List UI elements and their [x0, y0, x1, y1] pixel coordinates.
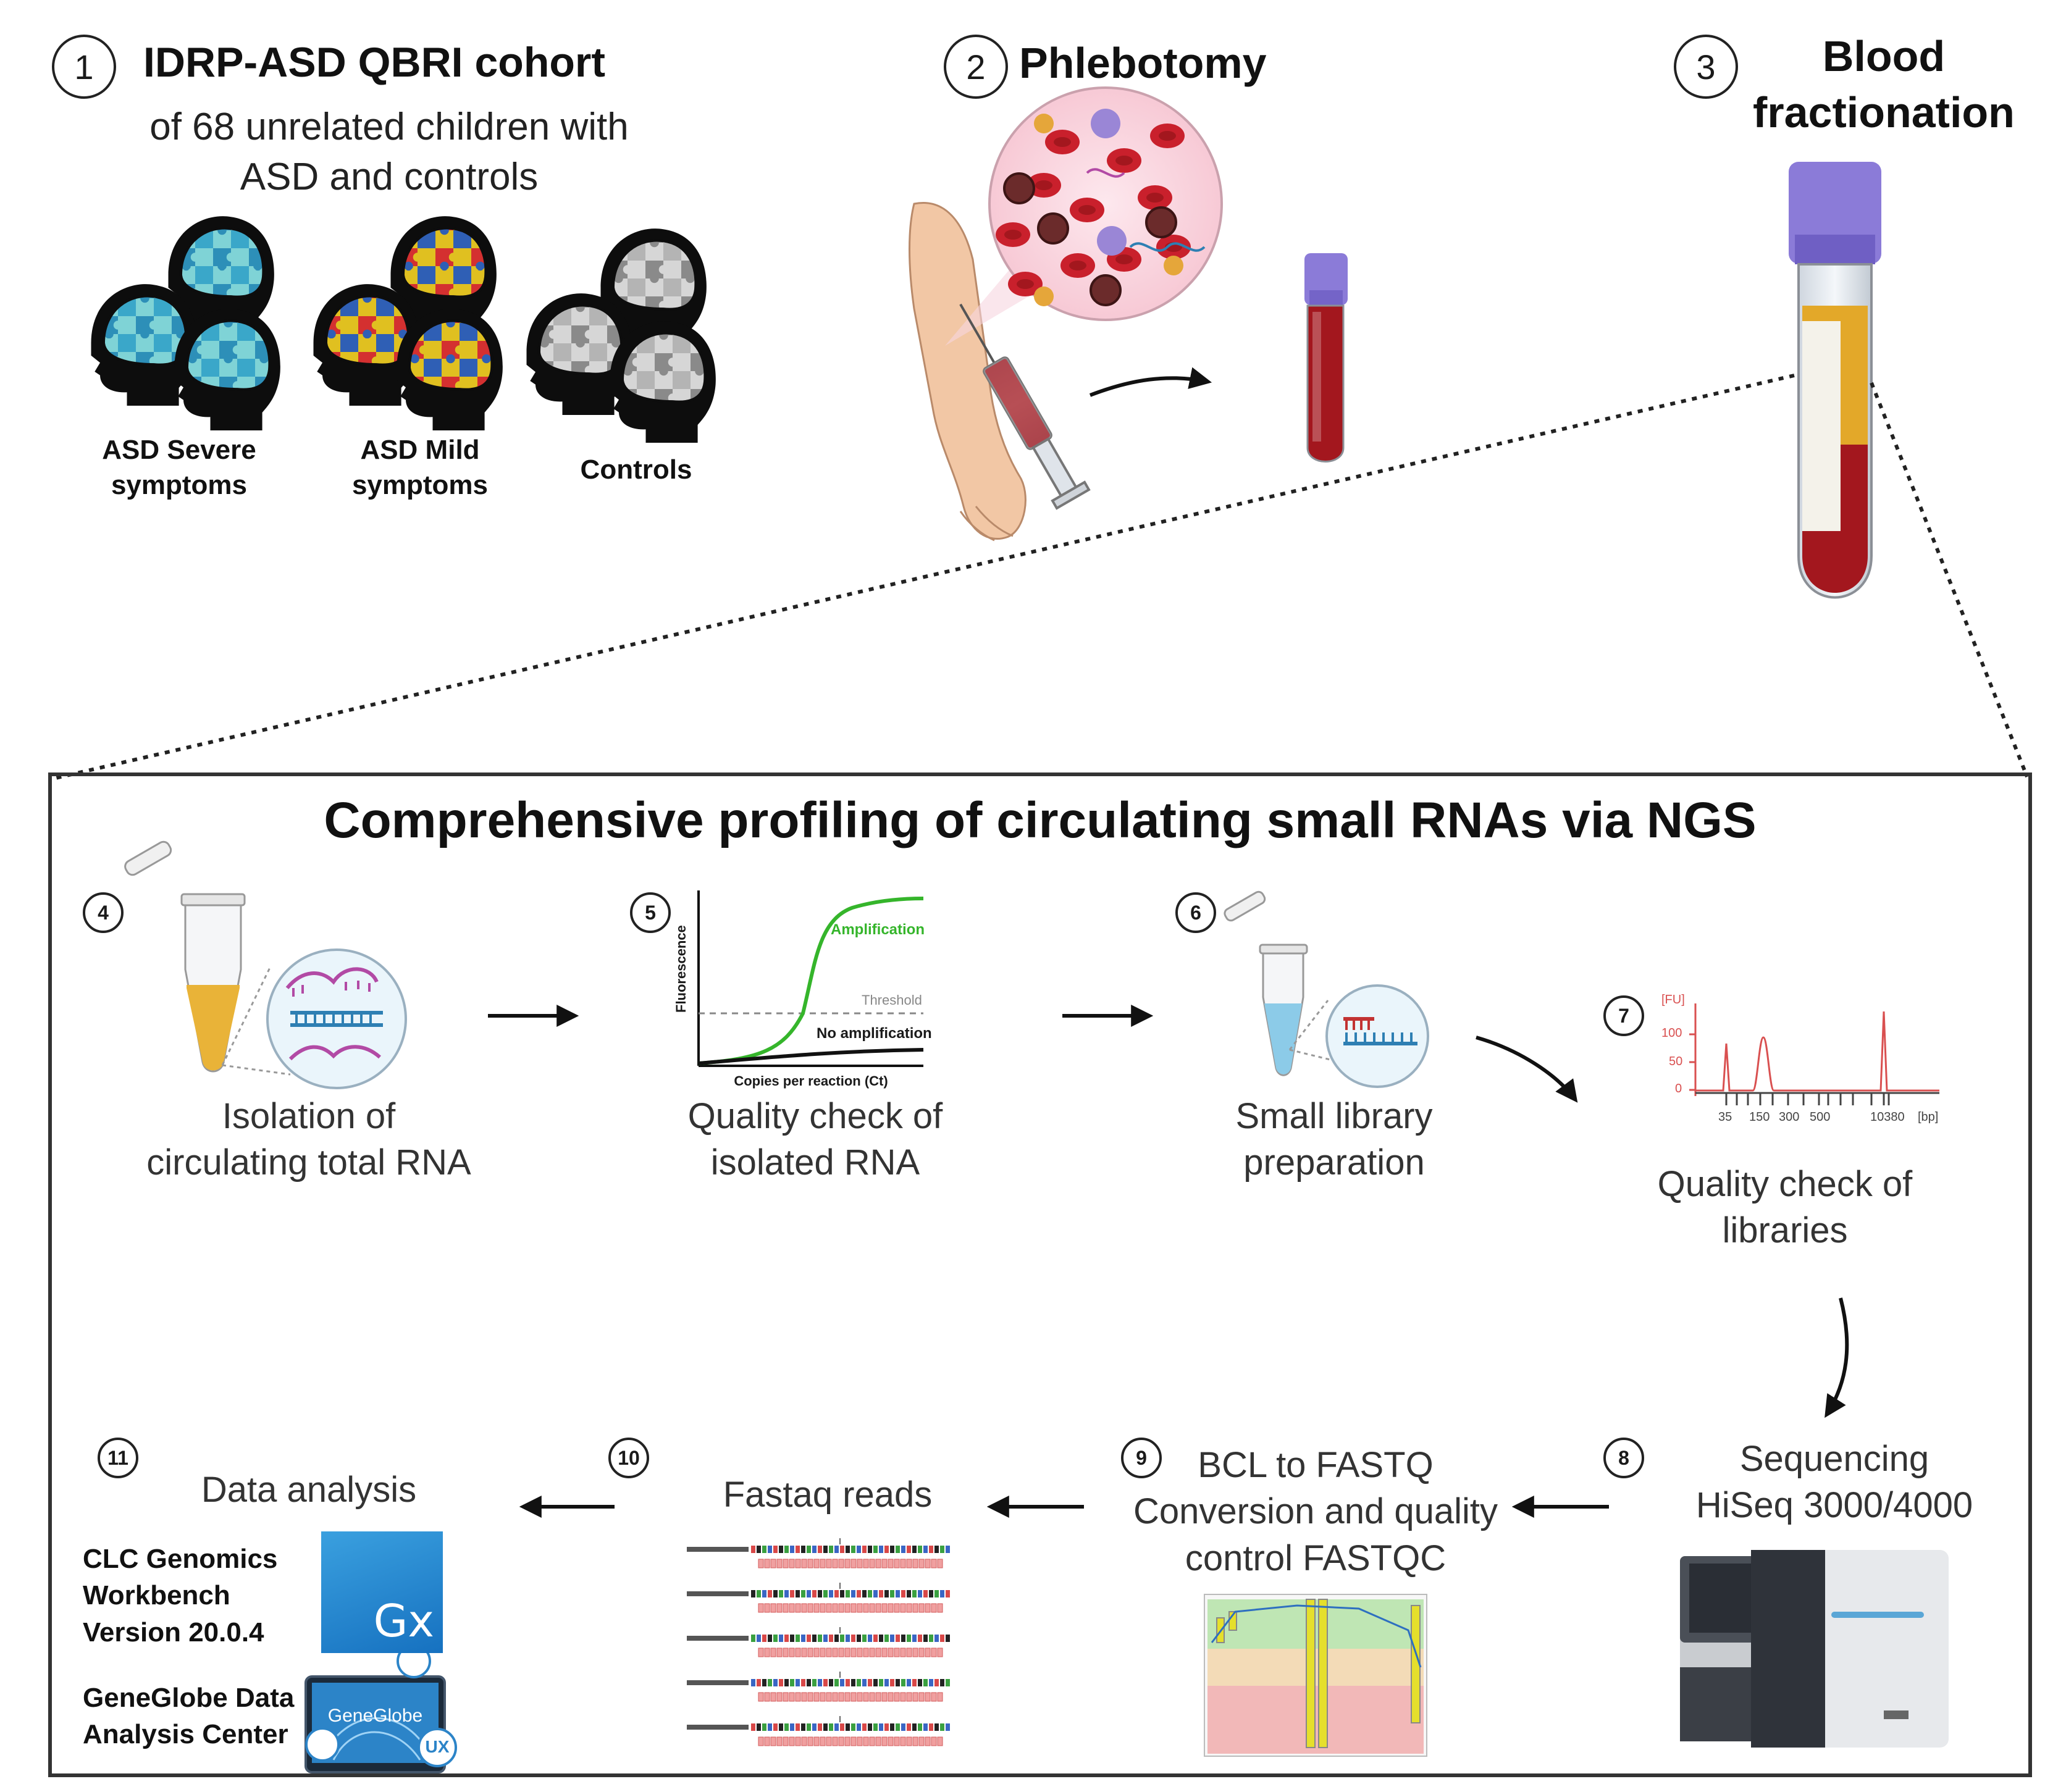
step-number-2: 2 [944, 35, 1008, 99]
step-number-3: 3 [1674, 35, 1738, 99]
mild-head-icon [397, 309, 503, 431]
red-blood-cell [1070, 198, 1104, 222]
red-blood-cell [996, 222, 1030, 247]
step-number-9: 9 [1121, 1438, 1162, 1478]
qpcr-no-amplification-label: No amplification [817, 1025, 932, 1042]
bioanalyzer-xtick: 500 [1810, 1110, 1831, 1124]
control-head-icon [600, 228, 707, 351]
step-9-label: BCL to FASTQ Conversion and quality cont… [1133, 1445, 1498, 1578]
step-number-8: 8 [1603, 1438, 1644, 1478]
step-7-label: Quality check of libraries [1657, 1164, 1913, 1251]
step-4-label: Isolation of circulating total RNA [146, 1096, 471, 1183]
step-number-6: 6 [1175, 892, 1216, 933]
immune-cell [1097, 226, 1127, 256]
process-arrows [488, 1005, 1849, 1518]
bioanalyzer-xtick: 150 [1749, 1110, 1770, 1124]
severe-head-icon [174, 309, 280, 431]
step-10-label: Fastaq reads [723, 1475, 933, 1515]
qpcr-x-axis-label: Copies per reaction (Ct) [734, 1073, 888, 1089]
group-label-mild: ASD Mild symptoms [351, 435, 489, 501]
red-blood-cell [1008, 272, 1043, 296]
clc-genomics-label: CLC Genomics Workbench Version 20.0.4 [83, 1544, 278, 1648]
severe-head-icon [168, 216, 274, 338]
sequencer-machine [1680, 1550, 1949, 1748]
mild-head-icon [313, 284, 419, 406]
step-6-label: Small library preparation [1235, 1096, 1433, 1183]
step-number-10: 10 [608, 1438, 649, 1478]
step-number-11: 11 [98, 1438, 138, 1478]
blood-cells-icon [996, 109, 1206, 306]
group-label-severe: ASD Severe symptoms [102, 435, 256, 501]
bioanalyzer-xtick: 300 [1779, 1110, 1800, 1124]
group-label-controls: Controls [580, 454, 692, 485]
step-number-1: 1 [52, 35, 116, 99]
qpcr-amplification-label: Amplification [831, 921, 925, 938]
red-blood-cell [1027, 173, 1061, 198]
platelet [1034, 114, 1054, 133]
bioanalyzer-trace [1689, 1003, 1939, 1105]
cohort-description: of 68 unrelated children with ASD and co… [149, 106, 629, 198]
bioanalyzer-ytick: 100 [1661, 1026, 1682, 1040]
qpcr-threshold-label: Threshold [862, 992, 922, 1008]
geneglobe-logo [304, 1644, 457, 1773]
geneglobe-logo-text: GeneGlobe [327, 1706, 423, 1726]
mild-head-icon [390, 216, 497, 338]
geneglobe-label: GeneGlobe Data Analysis Center [83, 1683, 295, 1750]
blood-fractionation-tube [1789, 162, 1881, 599]
severe-head-icon [91, 284, 197, 406]
library-tube-illustration [1224, 890, 1429, 1088]
bioanalyzer-ytick: 50 [1669, 1055, 1683, 1068]
step-8-label: Sequencing HiSeq 3000/4000 [1695, 1439, 1973, 1526]
control-head-icon [610, 321, 716, 443]
bioanalyzer-y-unit: [FU] [1661, 993, 1685, 1007]
platelet [1164, 256, 1183, 275]
cohort-title: IDRP-ASD QBRI cohort [143, 39, 605, 86]
red-blood-cell [1138, 185, 1172, 210]
bioanalyzer-xtick: 35 [1718, 1110, 1732, 1124]
red-blood-cell [1045, 130, 1080, 154]
fastqc-quality-plot [1204, 1594, 1427, 1757]
fractionation-title: Blood fractionation [1753, 32, 2015, 136]
red-blood-cell [1060, 253, 1095, 278]
bioanalyzer-xtick: 10380 [1870, 1110, 1905, 1124]
zoom-line-left [55, 374, 1795, 780]
qpcr-y-axis-label: Fluorescence [673, 925, 689, 1013]
step-11-label: Data analysis [201, 1470, 417, 1510]
phlebotomy-illustration [909, 86, 1348, 542]
white-blood-cell [1145, 206, 1177, 238]
phlebotomy-title: Phlebotomy [1019, 39, 1267, 87]
white-blood-cell [1090, 274, 1122, 306]
red-blood-cell [1107, 148, 1141, 173]
control-head-icon [526, 293, 632, 416]
ux-badge: UX [425, 1737, 450, 1756]
clc-gx-logo: Gx [321, 1531, 443, 1653]
platelet [1034, 287, 1054, 306]
red-blood-cell [1150, 124, 1185, 148]
ngs-box-title: Comprehensive profiling of circulating s… [324, 792, 1757, 848]
ngs-profiling-box [48, 772, 2032, 1777]
immune-cell [1091, 109, 1120, 138]
cohort-heads-illustration [91, 216, 716, 443]
bioanalyzer-ytick: 0 [1675, 1082, 1682, 1095]
white-blood-cell [1037, 212, 1069, 245]
fastq-reads-illustration [687, 1538, 950, 1746]
zoom-line-right [1870, 382, 2029, 778]
qpcr-curve-plot [697, 890, 924, 1067]
rna-tube-illustration [124, 840, 407, 1089]
step-number-7: 7 [1603, 995, 1644, 1036]
step-number-5: 5 [630, 892, 671, 933]
white-blood-cell [1003, 172, 1035, 204]
step-5-label: Quality check of isolated RNA [687, 1096, 943, 1183]
bioanalyzer-x-unit: [bp] [1918, 1110, 1939, 1124]
step-number-4: 4 [83, 892, 124, 933]
